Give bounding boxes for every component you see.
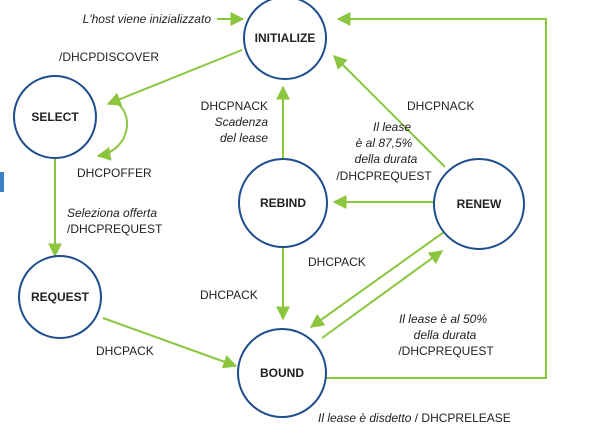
edge-bound-initialize-release — [326, 12, 547, 379]
edge-bound-renew — [321, 250, 444, 339]
edge-initialize-select — [106, 49, 243, 106]
state-rebind: REBIND — [238, 158, 328, 248]
label-release: Il lease è disdetto / DHCPRELEASE — [318, 411, 511, 425]
label-dhcpoffer: DHCPOFFER — [77, 166, 152, 180]
state-select: SELECT — [13, 75, 97, 159]
label-select-offer-1: Seleziona offerta — [67, 206, 157, 220]
edge-select-loop — [96, 100, 129, 161]
label-request-dhcpack: DHCPACK — [96, 344, 154, 358]
label-rebind-nack-2: Scadenza — [215, 115, 269, 129]
label-release-2: / DHCPRELEASE — [411, 411, 510, 425]
state-request-label: REQUEST — [31, 290, 90, 304]
label-renew-nack: DHCPNACK — [407, 99, 474, 113]
state-select-label: SELECT — [31, 110, 79, 124]
label-renew-875-3: della durata — [355, 152, 418, 166]
label-release-1: Il lease è disdetto — [318, 411, 412, 425]
state-renew-label: RENEW — [457, 197, 502, 211]
label-rebind-nack-3: del lease — [220, 131, 268, 145]
label-bound-50-3: /DHCPREQUEST — [398, 344, 494, 358]
label-rebind-dhcpack: DHCPACK — [200, 288, 258, 302]
label-renew-875-4: /DHCPREQUEST — [336, 169, 432, 183]
state-initialize-label: INITIALIZE — [255, 31, 316, 45]
state-rebind-label: REBIND — [260, 196, 306, 210]
label-renew-dhcpack: DHCPACK — [308, 255, 366, 269]
edge-renew-bound — [309, 231, 445, 328]
state-bound-label: BOUND — [260, 366, 304, 380]
edge-request-bound — [102, 317, 238, 369]
label-renew-875-1: Il lease — [373, 120, 411, 134]
state-renew: RENEW — [433, 158, 525, 250]
label-host-init: L'host viene inizializzato — [83, 12, 212, 26]
label-select-offer-2: /DHCPREQUEST — [67, 222, 163, 236]
edge-renew-initialize — [333, 55, 446, 168]
label-rebind-nack-1: DHCPNACK — [201, 99, 268, 113]
state-initialize: INITIALIZE — [243, 0, 327, 80]
label-dhcpdiscover: /DHCPDISCOVER — [59, 50, 159, 64]
state-request: REQUEST — [18, 255, 102, 339]
label-bound-50-1: Il lease è al 50% — [399, 312, 487, 326]
state-bound: BOUND — [237, 328, 327, 418]
label-bound-50-2: della durata — [414, 328, 477, 342]
label-renew-875-2: è al 87,5% — [356, 136, 413, 150]
left-accent-mark — [0, 172, 4, 192]
